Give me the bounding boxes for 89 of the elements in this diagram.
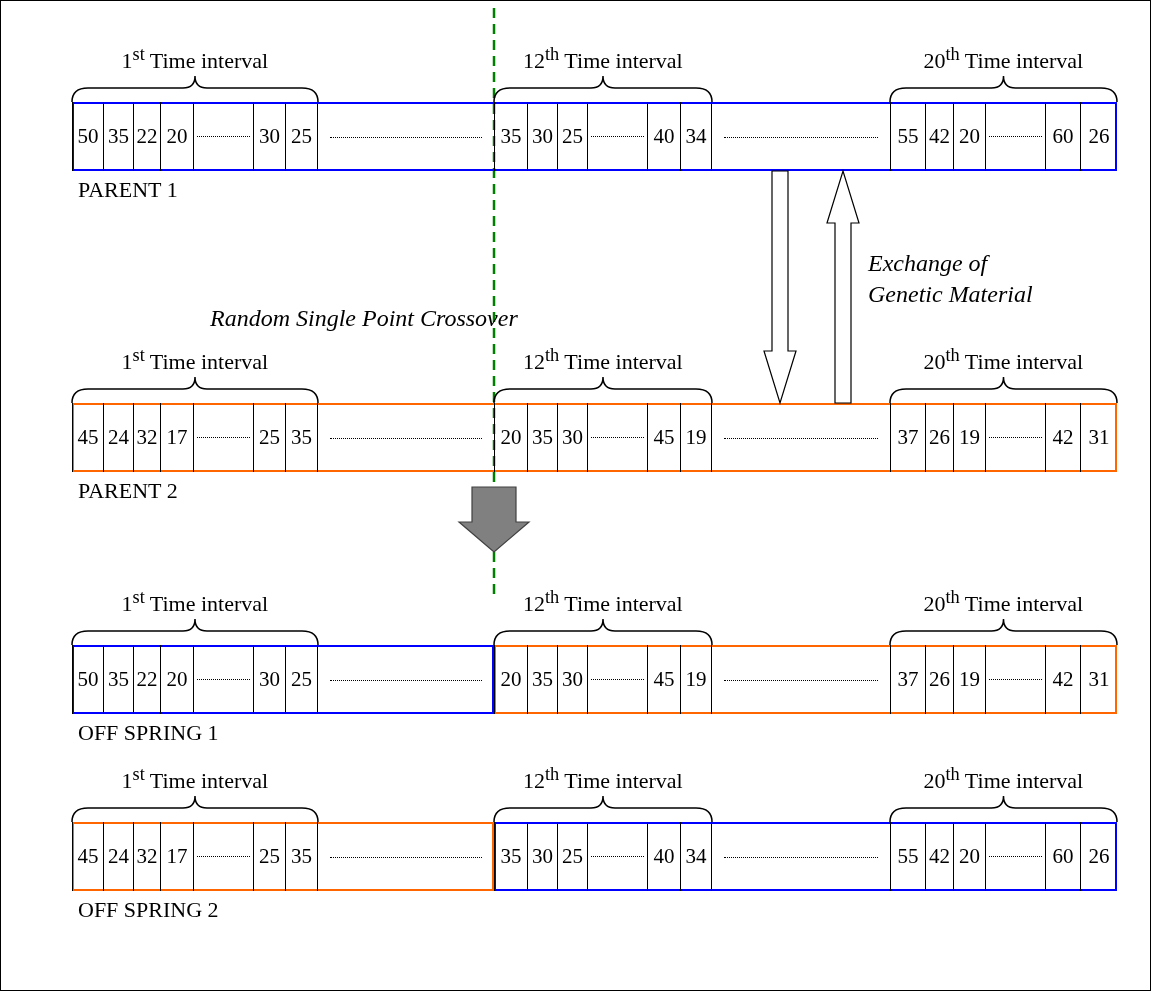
gene-value: 30 bbox=[253, 102, 285, 171]
gene-value: 26 bbox=[1080, 822, 1117, 891]
gene-value: 34 bbox=[680, 822, 712, 891]
gene-value: 32 bbox=[133, 822, 160, 891]
gene-value: 31 bbox=[1080, 403, 1117, 472]
gene-value: 55 bbox=[890, 102, 925, 171]
annotation-text: Exchange of Genetic Material bbox=[868, 249, 1034, 310]
gene-value: 20 bbox=[953, 102, 985, 171]
gene-value: 45 bbox=[647, 403, 680, 472]
block-arrow bbox=[457, 486, 531, 553]
gene-value: 42 bbox=[925, 102, 953, 171]
gene-value: 24 bbox=[103, 822, 133, 891]
gene-value: 25 bbox=[253, 403, 285, 472]
gene-value: 60 bbox=[1045, 822, 1080, 891]
gene-value: 30 bbox=[253, 645, 285, 714]
gene-value: 40 bbox=[647, 102, 680, 171]
gene-value: 35 bbox=[494, 102, 527, 171]
interval-heading: 20$^{th}$ Time interval bbox=[923, 587, 1084, 618]
gene-value: 35 bbox=[285, 403, 318, 472]
chromosome-label: OFF SPRING 2 bbox=[78, 897, 219, 923]
gene-value: 30 bbox=[557, 403, 587, 472]
gene-value: 17 bbox=[160, 822, 193, 891]
gene-value: 25 bbox=[285, 645, 318, 714]
gene-value: 20 bbox=[160, 645, 193, 714]
gene-value: 35 bbox=[285, 822, 318, 891]
chromosome-label: PARENT 2 bbox=[78, 478, 178, 504]
gene-value: 26 bbox=[925, 403, 953, 472]
gene-value: 19 bbox=[680, 645, 712, 714]
interval-heading: 1$^{st}$ Time interval bbox=[121, 764, 269, 795]
gene-value: 35 bbox=[103, 645, 133, 714]
gene-value: 42 bbox=[1045, 403, 1080, 472]
gene-value: 17 bbox=[160, 403, 193, 472]
chromosome-bar bbox=[72, 403, 1117, 472]
gene-value: 45 bbox=[72, 403, 103, 472]
gene-value: 20 bbox=[494, 403, 527, 472]
gene-value: 25 bbox=[557, 822, 587, 891]
gene-value: 24 bbox=[103, 403, 133, 472]
interval-heading: 12$^{th}$ Time interval bbox=[523, 587, 683, 618]
gene-value: 30 bbox=[557, 645, 587, 714]
gene-value: 35 bbox=[494, 822, 527, 891]
gene-value: 20 bbox=[953, 822, 985, 891]
gene-value: 32 bbox=[133, 403, 160, 472]
gene-value: 55 bbox=[890, 822, 925, 891]
interval-heading: 1$^{st}$ Time interval bbox=[121, 345, 269, 376]
gene-value: 25 bbox=[285, 102, 318, 171]
gene-value: 22 bbox=[133, 645, 160, 714]
interval-heading: 1$^{st}$ Time interval bbox=[121, 44, 269, 75]
gene-value: 50 bbox=[72, 645, 103, 714]
gene-value: 37 bbox=[890, 645, 925, 714]
gene-value: 45 bbox=[647, 645, 680, 714]
gene-value: 45 bbox=[72, 822, 103, 891]
gene-value: 35 bbox=[527, 403, 557, 472]
annotation-text: Random Single Point Crossover bbox=[210, 305, 518, 332]
gene-value: 19 bbox=[953, 645, 985, 714]
block-arrow bbox=[826, 168, 860, 404]
gene-value: 26 bbox=[1080, 102, 1117, 171]
gene-value: 20 bbox=[494, 645, 527, 714]
interval-heading: 20$^{th}$ Time interval bbox=[923, 44, 1084, 75]
gene-value: 42 bbox=[925, 822, 953, 891]
interval-heading: 12$^{th}$ Time interval bbox=[523, 345, 683, 376]
gene-value: 31 bbox=[1080, 645, 1117, 714]
chromosome-label: OFF SPRING 1 bbox=[78, 720, 219, 746]
gene-value: 60 bbox=[1045, 102, 1080, 171]
chromosome-bar bbox=[72, 645, 1117, 714]
gene-value: 25 bbox=[557, 102, 587, 171]
block-arrow bbox=[763, 170, 797, 406]
gene-value: 34 bbox=[680, 102, 712, 171]
gene-value: 35 bbox=[103, 102, 133, 171]
gene-value: 19 bbox=[953, 403, 985, 472]
gene-value: 20 bbox=[160, 102, 193, 171]
interval-heading: 20$^{th}$ Time interval bbox=[923, 764, 1084, 795]
gene-value: 25 bbox=[253, 822, 285, 891]
gene-value: 30 bbox=[527, 822, 557, 891]
interval-heading: 12$^{th}$ Time interval bbox=[523, 764, 683, 795]
chromosome-label: PARENT 1 bbox=[78, 177, 178, 203]
gene-value: 22 bbox=[133, 102, 160, 171]
gene-value: 30 bbox=[527, 102, 557, 171]
gene-value: 19 bbox=[680, 403, 712, 472]
gene-value: 35 bbox=[527, 645, 557, 714]
gene-value: 26 bbox=[925, 645, 953, 714]
chromosome-bar bbox=[72, 102, 1117, 171]
interval-heading: 1$^{st}$ Time interval bbox=[121, 587, 269, 618]
gene-value: 50 bbox=[72, 102, 103, 171]
interval-heading: 20$^{th}$ Time interval bbox=[923, 345, 1084, 376]
interval-heading: 12$^{th}$ Time interval bbox=[523, 44, 683, 75]
gene-value: 37 bbox=[890, 403, 925, 472]
gene-value: 40 bbox=[647, 822, 680, 891]
chromosome-bar bbox=[72, 822, 1117, 891]
gene-value: 42 bbox=[1045, 645, 1080, 714]
